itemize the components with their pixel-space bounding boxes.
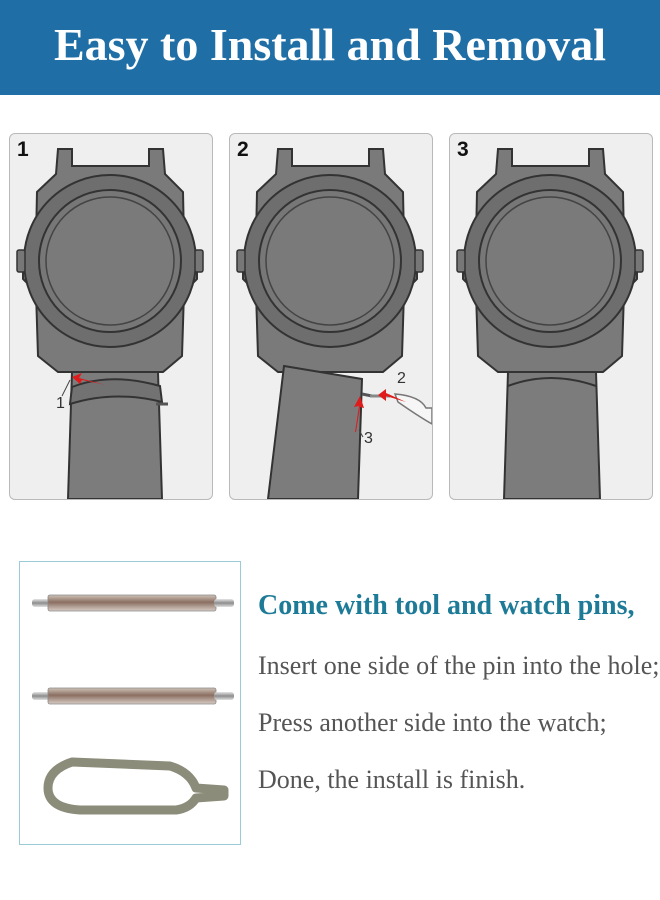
instruction-line: Press another side into the watch;: [258, 708, 607, 737]
callout-label: 3: [364, 430, 373, 447]
spring-bar-pin: [32, 594, 234, 612]
page-title: Easy to Install and Removal: [53, 19, 607, 70]
watch-strap: [66, 371, 164, 499]
watch-illustration: [456, 148, 644, 499]
step-1-panel: 1 1: [9, 133, 213, 500]
accessories-image: [19, 561, 241, 845]
red-arrow-icon: [354, 396, 364, 432]
instruction-line: Insert one side of the pin into the hole…: [258, 651, 660, 680]
callout-label: 1: [56, 395, 65, 412]
red-arrow-icon: [72, 373, 106, 385]
watch-strap: [502, 371, 602, 499]
watch-strap: [266, 364, 364, 499]
watch-illustration: [236, 148, 432, 499]
step-number: 3: [457, 138, 469, 161]
removal-tool: [43, 757, 229, 815]
step-number: 2: [237, 138, 249, 161]
red-arrow-icon: [378, 389, 406, 402]
step-number: 1: [17, 138, 29, 161]
watch-illustration: [16, 148, 204, 499]
header-banner: Easy to Install and Removal: [0, 0, 660, 95]
instruction-line: Done, the install is finish.: [258, 765, 526, 794]
accessories-illustration: [32, 594, 234, 815]
spring-bar-pin: [32, 687, 234, 705]
callout-label: 2: [397, 370, 406, 387]
removal-tool: [393, 393, 432, 425]
step-2-panel: 2 2 3: [229, 133, 433, 500]
info-title: Come with tool and watch pins,: [258, 590, 635, 621]
step-3-panel: 3: [449, 133, 653, 500]
